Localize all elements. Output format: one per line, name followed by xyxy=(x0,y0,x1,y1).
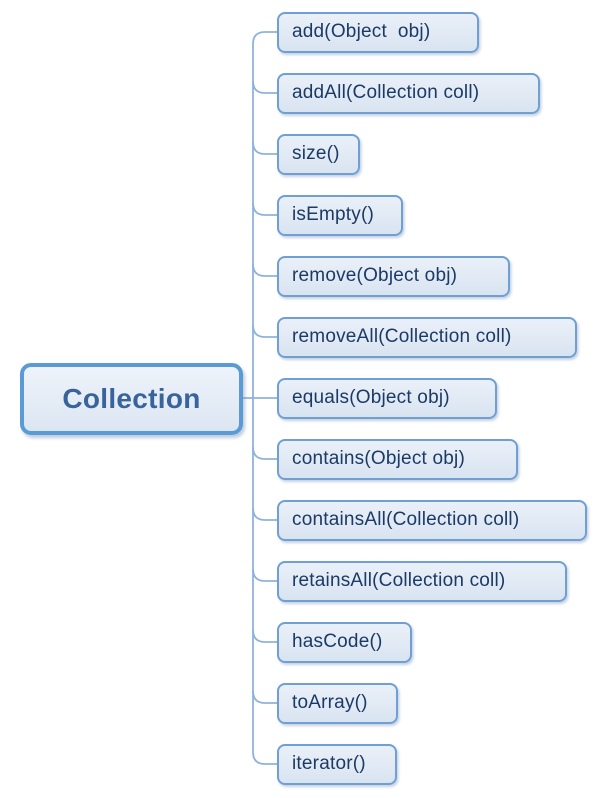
method-node-label: size() xyxy=(292,143,340,164)
method-node: retainsAll(Collection coll) xyxy=(277,560,567,602)
branch-connector xyxy=(252,202,277,216)
method-node: contains(Object obj) xyxy=(277,438,518,480)
branch-connector xyxy=(252,568,277,582)
method-node-label: isEmpty() xyxy=(292,204,375,225)
branch-connector xyxy=(252,446,277,460)
method-node: iterator() xyxy=(277,743,397,785)
method-node-label: addAll(Collection coll) xyxy=(292,82,480,103)
root-node-label: Collection xyxy=(62,383,201,414)
branch-connector xyxy=(252,324,277,338)
trunk-connector xyxy=(252,31,277,765)
method-node: add(Object obj) xyxy=(277,11,479,53)
method-node: remove(Object obj) xyxy=(277,255,510,297)
method-node-label: iterator() xyxy=(292,753,366,774)
method-node: addAll(Collection coll) xyxy=(277,72,540,114)
method-node-label: removeAll(Collection coll) xyxy=(292,326,512,347)
method-node-label: retainsAll(Collection coll) xyxy=(292,570,506,591)
method-node-label: equals(Object obj) xyxy=(292,387,450,408)
method-node: toArray() xyxy=(277,682,398,724)
branch-connector xyxy=(252,80,277,94)
method-node: size() xyxy=(277,133,360,175)
branch-connector xyxy=(252,141,277,155)
method-node-label: add(Object obj) xyxy=(292,21,431,42)
branch-connector xyxy=(252,629,277,643)
branch-connector xyxy=(252,263,277,277)
method-node: hasCode() xyxy=(277,621,412,663)
branch-connector xyxy=(252,690,277,704)
method-node-label: hasCode() xyxy=(292,631,383,652)
method-node: containsAll(Collection coll) xyxy=(277,499,587,541)
root-node-collection: Collection xyxy=(20,363,243,435)
method-node: removeAll(Collection coll) xyxy=(277,316,577,358)
method-node: isEmpty() xyxy=(277,194,403,236)
method-node-label: remove(Object obj) xyxy=(292,265,458,286)
branch-connector xyxy=(252,507,277,521)
method-node: equals(Object obj) xyxy=(277,377,497,419)
method-node-label: containsAll(Collection coll) xyxy=(292,509,520,530)
method-node-label: contains(Object obj) xyxy=(292,448,465,469)
method-node-label: toArray() xyxy=(292,692,368,713)
